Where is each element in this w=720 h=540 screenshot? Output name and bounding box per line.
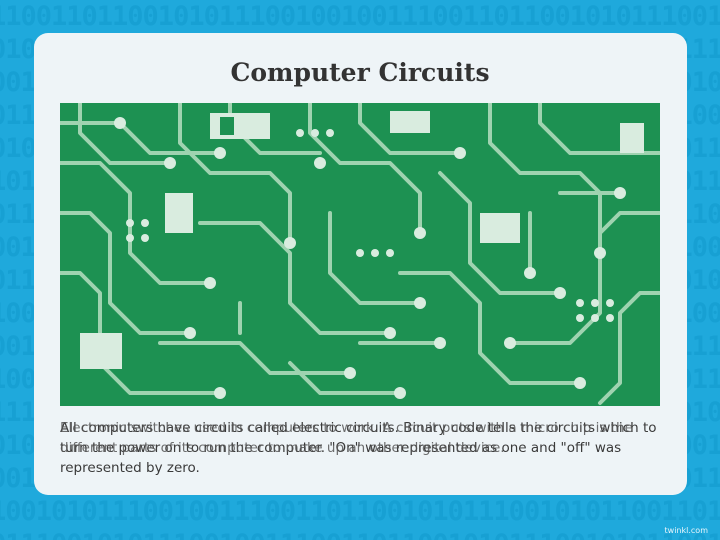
binary-row: 1001010111001001110011011001010111001010… xyxy=(0,496,720,527)
circuit-board-graphic xyxy=(60,103,660,405)
slide-caption: All computers have circuits called elect… xyxy=(60,418,658,478)
binary-row: 1100110110010101110010010011100110110010… xyxy=(0,1,720,32)
credit-watermark: twinkl.com xyxy=(664,526,708,535)
circuit-board-image xyxy=(60,103,660,406)
slide-title: Computer Circuits xyxy=(230,58,490,87)
caption-text-back: All computers have circuits called elect… xyxy=(60,420,657,476)
caption-text-front: Electronic switches used in computers to… xyxy=(60,420,633,456)
binary-row: 0111001010111001001110011011001010111001… xyxy=(0,528,720,540)
